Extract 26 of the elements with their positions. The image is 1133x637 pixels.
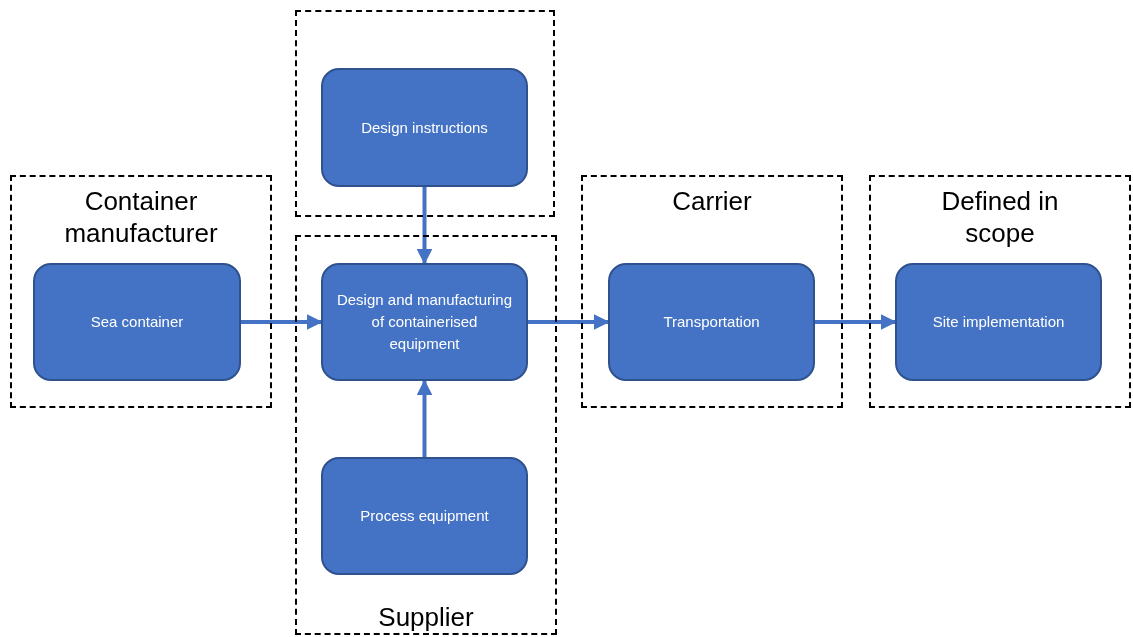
box-label: Transportation [663,312,760,332]
group-heading: Carrier [671,185,753,217]
arrow [528,314,610,330]
arrow [815,314,897,330]
process-box [33,263,241,381]
box-label: Site implementation [932,312,1065,332]
box-label: Sea container [90,312,184,332]
dashed-group-frame [10,175,272,408]
arrow [416,187,433,265]
dashed-group-frame [869,175,1131,408]
arrow [241,314,323,330]
process-box [608,263,815,381]
group-heading: Supplier [377,601,475,633]
process-box [321,263,528,381]
box-label: Design and manufacturing of containerised equipment [335,290,514,354]
process-box [895,263,1102,381]
box-label: Design instructions [361,117,488,138]
process-box [321,457,528,575]
group-heading: Container manufacturer [63,185,219,249]
group-heading: Defined in scope [940,185,1060,249]
dashed-group-frame [581,175,843,408]
process-box [321,68,528,187]
dashed-group-frame [295,235,557,635]
arrow [416,379,433,457]
box-label: Process equipment [360,506,489,526]
dashed-group-frame [295,10,555,217]
